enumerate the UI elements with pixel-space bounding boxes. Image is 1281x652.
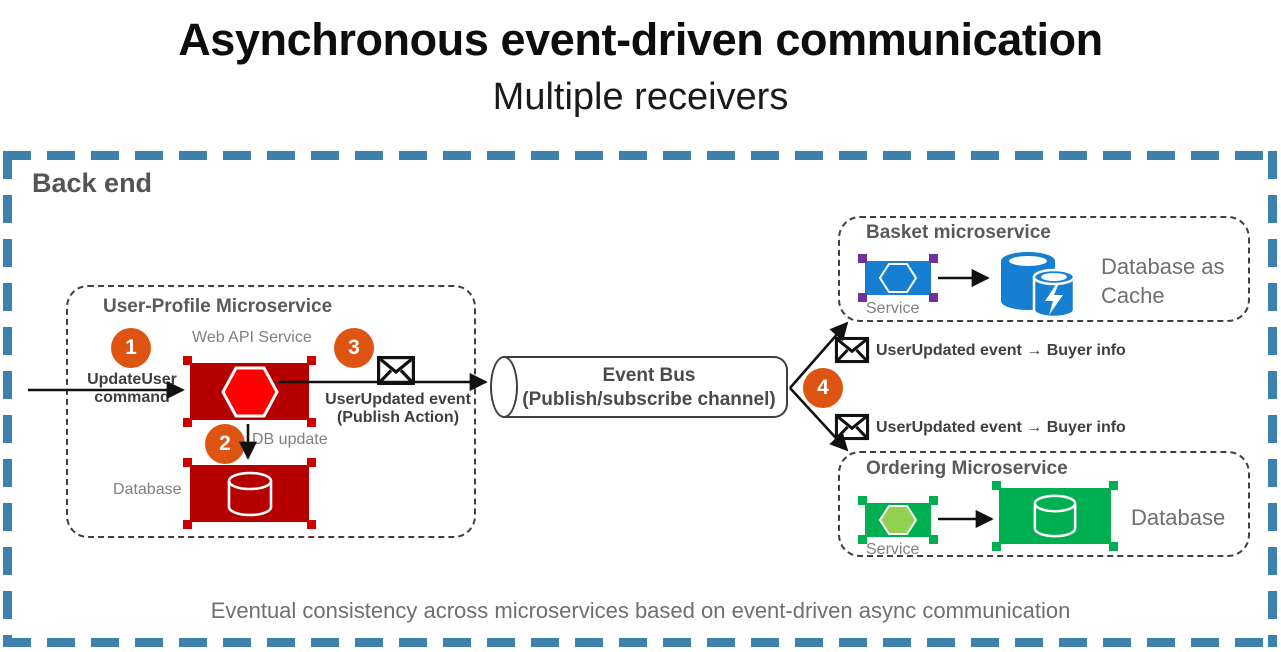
resize-handle bbox=[929, 496, 938, 505]
resize-handle bbox=[307, 458, 316, 467]
user-profile-microservice-boundary bbox=[66, 285, 476, 538]
publish-event-line2: (Publish Action) bbox=[336, 409, 460, 427]
page-subtitle: Multiple receivers bbox=[492, 76, 789, 118]
envelope-icon-ordering bbox=[834, 413, 870, 441]
basket-service-label: Service bbox=[866, 300, 920, 317]
redis-cache-icon bbox=[991, 245, 1087, 319]
ordering-event-label: UserUpdated event → Buyer info bbox=[876, 419, 1126, 436]
basket-microservice-boundary bbox=[838, 216, 1250, 322]
cylinder-icon bbox=[1033, 494, 1077, 538]
user-profile-microservice-title: User-Profile Microservice bbox=[103, 296, 333, 317]
ordering-microservice-boundary bbox=[838, 451, 1250, 557]
resize-handle bbox=[1109, 481, 1118, 490]
resize-handle bbox=[183, 418, 192, 427]
event-bus-label: Event Bus (Publish/subscribe channel) bbox=[510, 364, 788, 412]
ordering-service-stencil[interactable] bbox=[858, 496, 938, 544]
event-bus-line1: Event Bus bbox=[602, 365, 696, 386]
basket-service-stencil[interactable] bbox=[858, 254, 938, 302]
resize-handle bbox=[183, 356, 192, 365]
basket-microservice-title: Basket microservice bbox=[866, 222, 1051, 243]
hexagon-icon bbox=[878, 505, 918, 535]
user-profile-database-label: Database bbox=[113, 481, 182, 498]
event-bus[interactable]: Event Bus (Publish/subscribe channel) bbox=[490, 356, 788, 418]
resize-handle bbox=[307, 418, 316, 427]
resize-handle bbox=[929, 254, 938, 263]
footer-note: Eventual consistency across microservice… bbox=[210, 598, 1071, 623]
resize-handle bbox=[929, 293, 938, 302]
ordering-microservice-title: Ordering Microservice bbox=[866, 458, 1068, 479]
publish-event-label: UserUpdated event (Publish Action) bbox=[318, 391, 478, 428]
basket-store-label-line2: Cache bbox=[1101, 283, 1165, 309]
ordering-store-label-line1: Database bbox=[1131, 505, 1226, 530]
backend-label: Back end bbox=[32, 168, 153, 198]
ordering-database-stencil[interactable] bbox=[992, 481, 1118, 551]
event-bus-cap bbox=[490, 356, 518, 418]
step-badge-3: 3 bbox=[334, 328, 374, 368]
envelope-icon-basket bbox=[834, 336, 870, 364]
page-title: Asynchronous event-driven communication bbox=[178, 14, 1103, 65]
basket-store-label-line1: Database as bbox=[1101, 254, 1225, 279]
web-api-service-label: Web API Service bbox=[192, 329, 312, 346]
resize-handle bbox=[183, 458, 192, 467]
event-bus-body bbox=[504, 356, 788, 418]
step-badge-1: 1 bbox=[111, 328, 151, 368]
update-user-command-line1: UpdateUser bbox=[87, 371, 177, 388]
envelope-icon-publish bbox=[377, 356, 415, 385]
hexagon-icon bbox=[220, 366, 279, 417]
ordering-store-label: Database bbox=[1131, 503, 1225, 532]
update-user-command-label: UpdateUser command bbox=[80, 371, 184, 408]
basket-store-label: Database as Cache bbox=[1101, 252, 1225, 310]
resize-handle bbox=[307, 356, 316, 365]
resize-handle bbox=[858, 254, 867, 263]
resize-handle bbox=[183, 520, 192, 529]
step-badge-2: 2 bbox=[205, 424, 245, 464]
resize-handle bbox=[858, 496, 867, 505]
db-update-label: DB update bbox=[252, 431, 328, 448]
resize-handle bbox=[858, 535, 867, 544]
event-bus-line2: (Publish/subscribe channel) bbox=[522, 388, 776, 410]
cylinder-icon bbox=[227, 471, 272, 516]
basket-event-label: UserUpdated event → Buyer info bbox=[876, 342, 1126, 359]
ordering-service-label: Service bbox=[866, 541, 920, 558]
hexagon-icon bbox=[878, 263, 918, 293]
resize-handle bbox=[1109, 542, 1118, 551]
resize-handle bbox=[858, 293, 867, 302]
resize-handle bbox=[992, 542, 1001, 551]
publish-event-line1: UserUpdated event bbox=[325, 391, 471, 408]
resize-handle bbox=[307, 520, 316, 529]
resize-handle bbox=[929, 535, 938, 544]
web-api-service-stencil[interactable] bbox=[183, 356, 316, 427]
user-profile-database-stencil[interactable] bbox=[183, 458, 316, 529]
step-badge-4: 4 bbox=[803, 368, 843, 408]
resize-handle bbox=[992, 481, 1001, 490]
lightning-bolt-icon bbox=[1045, 283, 1063, 315]
update-user-command-line2: command bbox=[94, 389, 170, 407]
